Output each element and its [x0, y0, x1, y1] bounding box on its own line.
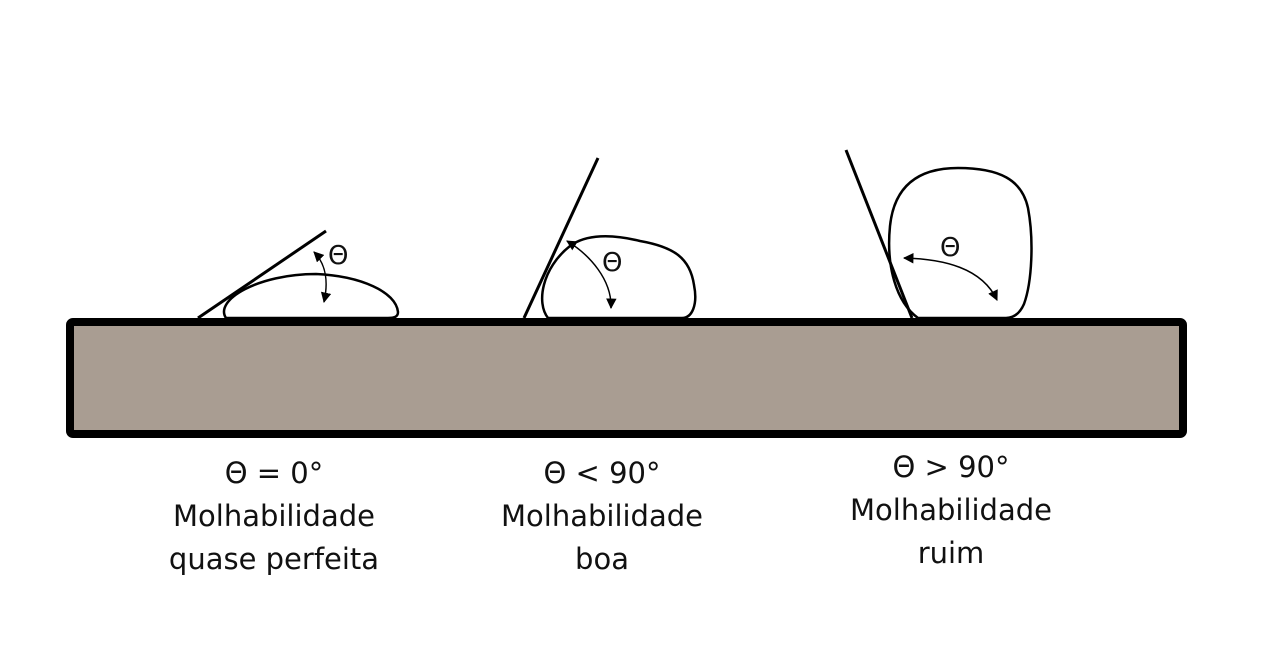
tangent-line-2 — [522, 157, 600, 319]
angle-arrow-2 — [566, 240, 617, 310]
angle-arrow-1 — [313, 251, 332, 304]
theta-label-3: Θ — [940, 233, 960, 263]
substrate-block — [66, 318, 1187, 438]
tangent-line-1 — [197, 229, 327, 320]
theta-label-2: Θ — [602, 248, 622, 278]
wettability-line1-2: Molhabilidade — [501, 499, 703, 533]
angle-condition-2: Θ < 90° — [543, 456, 661, 490]
angle-condition-3: Θ > 90° — [892, 450, 1010, 484]
caption-case-1: Θ = 0° Molhabilidade quase perfeita — [169, 452, 379, 581]
drop-1 — [222, 272, 400, 320]
angle-condition-1: Θ = 0° — [224, 456, 324, 490]
case-3-drop-group: Θ — [844, 149, 1033, 320]
caption-case-2: Θ < 90° Molhabilidade boa — [501, 452, 703, 581]
caption-case-3: Θ > 90° Molhabilidade ruim — [850, 446, 1052, 575]
wettability-line1-3: Molhabilidade — [850, 493, 1052, 527]
case-1-drop-group: Θ — [197, 229, 400, 320]
wettability-line1-1: Molhabilidade — [173, 499, 375, 533]
wettability-line2-2: boa — [575, 542, 629, 576]
wettability-line2-1: quase perfeita — [168, 542, 380, 576]
case-2-drop-group: Θ — [522, 157, 697, 320]
theta-label-1: Θ — [328, 241, 348, 271]
wettability-line2-3: ruim — [917, 536, 985, 570]
tangent-line-3 — [844, 149, 914, 319]
angle-arrow-3 — [902, 252, 998, 301]
